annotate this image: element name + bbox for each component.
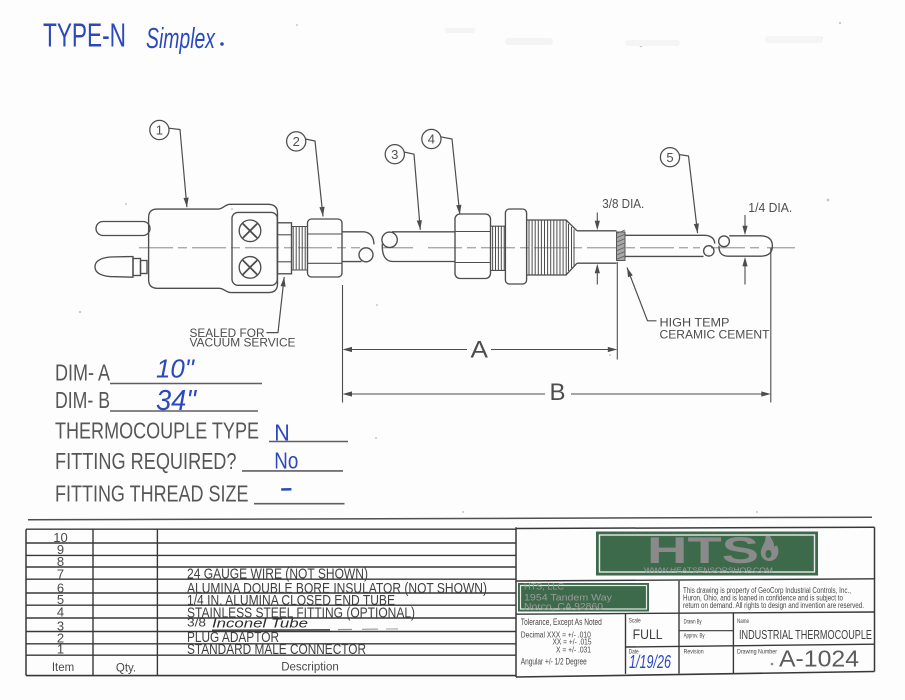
svg-text:10": 10" [156,354,196,384]
svg-text:5: 5 [57,592,64,607]
svg-text:TYPE-N: TYPE-N [43,17,126,54]
svg-text:CERAMIC CEMENT: CERAMIC CEMENT [660,328,771,342]
svg-text:HTS: HTS [647,530,759,571]
svg-text:5: 5 [666,150,673,165]
svg-text:N: N [274,420,290,446]
svg-text:STAINLESS STEEL FITTING (OPTIO: STAINLESS STEEL FITTING (OPTIONAL) [187,606,415,622]
svg-text:SEALED FOR: SEALED FOR [190,326,265,340]
svg-text:Revision: Revision [684,649,704,656]
svg-text:3/8: 3/8 [187,616,206,630]
svg-text:Description: Description [281,662,339,674]
svg-text:Decimal XXX = +/- .010: Decimal XXX = +/- .010 [521,629,591,639]
svg-text:A-1024: A-1024 [779,646,859,672]
svg-text:DIM- B: DIM- B [55,387,110,413]
svg-text:B: B [550,379,566,406]
svg-text:Norco, CA 92860: Norco, CA 92860 [524,602,603,613]
svg-text:3/8 DIA.: 3/8 DIA. [602,197,644,211]
svg-text:1/4 IN. ALUMINA CLOSED END TUB: 1/4 IN. ALUMINA CLOSED END TUBE [187,593,395,609]
svg-text:1: 1 [156,123,163,138]
svg-text:8: 8 [57,554,64,569]
svg-text:4: 4 [57,604,64,619]
svg-text:ALUMINA DOUBLE BORE INSULATOR: ALUMINA DOUBLE BORE INSULATOR (NOT SHOWN… [187,581,487,597]
svg-text:10: 10 [53,530,67,545]
svg-text:This drawing is property of Ge: This drawing is property of GeoCorp Indu… [683,586,851,595]
svg-text:No: No [274,447,298,473]
svg-text:A: A [471,336,489,363]
svg-text:6: 6 [57,580,64,595]
svg-text:Approv. By: Approv. By [684,632,706,639]
svg-text:Scale: Scale [629,617,641,624]
svg-text:Name: Name [737,618,749,625]
svg-text:7: 7 [57,566,64,581]
svg-text:FITTING THREAD SIZE: FITTING THREAD SIZE [55,481,249,507]
svg-text:DIM- A: DIM- A [55,360,110,386]
svg-text:Drawing Number: Drawing Number [737,649,778,656]
svg-text:Tolerance, Except As Noted: Tolerance, Except As Noted [521,617,602,627]
svg-text:INDUSTRIAL THERMOCOUPLE: INDUSTRIAL THERMOCOUPLE [739,628,872,642]
svg-text:return on demand. All rights t: return on demand. All rights to design a… [683,601,864,610]
svg-text:3: 3 [391,147,398,162]
svg-text:XX = +/- .015: XX = +/- .015 [553,636,592,646]
svg-text:Simplex: Simplex [146,23,216,55]
svg-text:Item: Item [52,662,74,674]
svg-text:9: 9 [57,542,64,557]
svg-text:1/19/26: 1/19/26 [629,651,671,672]
svg-text:1: 1 [57,642,64,657]
svg-text:HTS, LLC: HTS, LLC [524,582,565,592]
svg-text:PLUG ADAPTOR: PLUG ADAPTOR [187,630,279,646]
svg-text:Qty.: Qty. [116,663,136,675]
svg-text:2: 2 [57,631,64,646]
svg-text:Angular +/- 1/2 Degree: Angular +/- 1/2 Degree [521,656,587,666]
svg-text:FULL: FULL [633,627,663,642]
svg-text:Date: Date [629,648,639,655]
svg-text:Huron, Ohio, and is loaned in: Huron, Ohio, and is loaned in confidence… [683,594,843,603]
svg-text:3: 3 [57,618,64,633]
svg-text:THERMOCOUPLE TYPE: THERMOCOUPLE TYPE [55,417,259,443]
svg-text:VACUUM SERVICE: VACUUM SERVICE [190,335,296,349]
svg-text:HIGH TEMP: HIGH TEMP [660,315,730,329]
svg-text:2: 2 [293,134,300,149]
svg-text:STANDARD MALE CONNECTOR: STANDARD MALE CONNECTOR [187,642,366,658]
svg-text:X = +/- .031: X = +/- .031 [556,644,591,654]
svg-text:4: 4 [428,132,435,147]
svg-text:FITTING REQUIRED?: FITTING REQUIRED? [55,448,237,474]
svg-text:24 GAUGE WIRE (NOT SHOWN): 24 GAUGE WIRE (NOT SHOWN) [187,566,368,582]
svg-text:1954 Tandem Way: 1954 Tandem Way [524,592,612,603]
svg-text:34": 34" [156,385,198,417]
svg-text:Drawn By: Drawn By [684,618,702,625]
svg-text:Inconel Tube: Inconel Tube [212,615,308,630]
svg-text:WWW.HEATSENSORSHOP.COM: WWW.HEATSENSORSHOP.COM [644,566,773,575]
svg-text:1/4 DIA.: 1/4 DIA. [748,201,792,215]
